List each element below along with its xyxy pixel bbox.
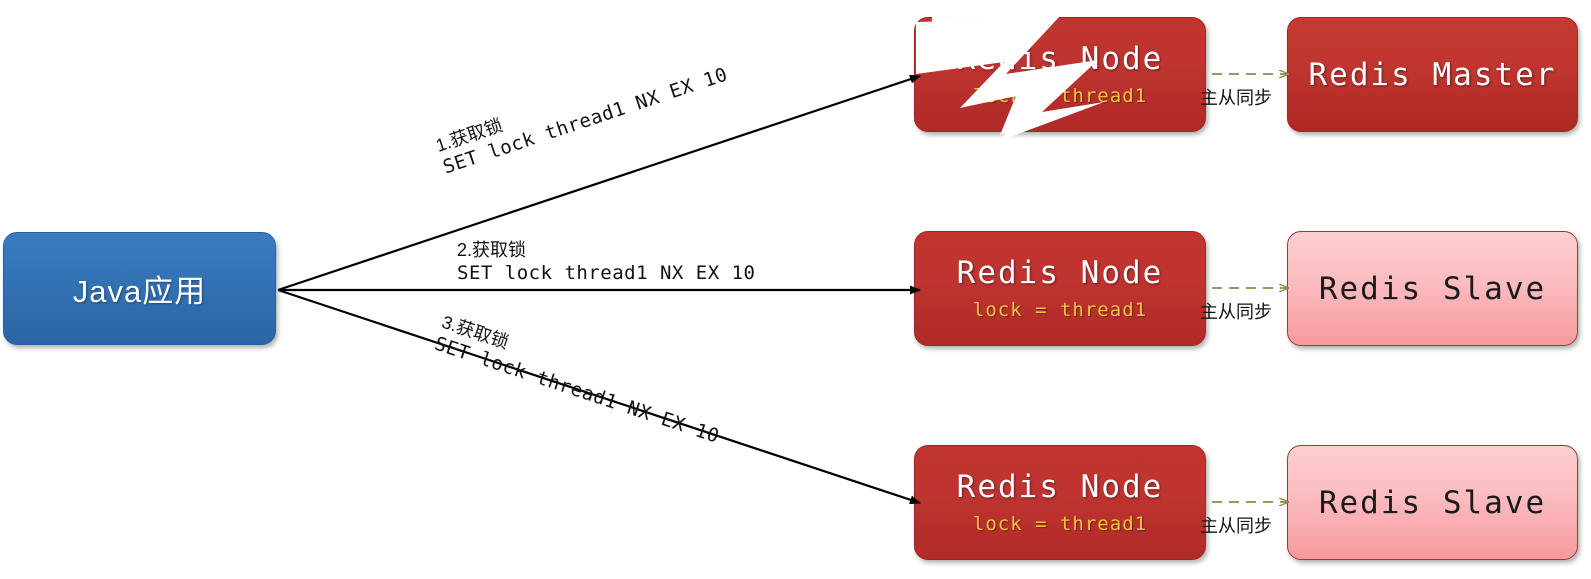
sync-label-1: 主从同步	[1200, 84, 1272, 110]
client-node-label: Java应用	[72, 274, 207, 309]
redis-slave-2[interactable]: Redis Slave	[1287, 445, 1578, 560]
redis-slave-2-title: Redis Slave	[1318, 484, 1547, 521]
redis-node-3-lock-value: lock = thread1	[972, 512, 1148, 535]
sync-label-3-text: 主从同步	[1200, 516, 1272, 536]
edge-label-3: 3.获取锁 SET lock thread1 NX EX 10	[432, 308, 730, 448]
sync-label-2-text: 主从同步	[1200, 302, 1272, 322]
client-node-java-app[interactable]: Java应用	[3, 232, 276, 345]
sync-label-3: 主从同步	[1200, 512, 1272, 538]
redis-master[interactable]: Redis Master	[1287, 17, 1578, 132]
redis-node-1-lock-value: lock = thread1	[972, 84, 1148, 107]
edge-label-2-step: 2.获取锁	[457, 240, 527, 260]
edge-label-2-command: SET lock thread1 NX EX 10	[457, 262, 756, 284]
sync-label-2: 主从同步	[1200, 298, 1272, 324]
edge-label-1: 1.获取锁 SET lock thread1 NX EX 10	[432, 39, 730, 178]
redis-node-2-title: Redis Node	[956, 255, 1164, 292]
redis-slave-1[interactable]: Redis Slave	[1287, 231, 1578, 346]
redis-node-1[interactable]: Redis Node lock = thread1	[914, 17, 1206, 132]
redis-master-title: Redis Master	[1308, 56, 1557, 93]
sync-label-1-text: 主从同步	[1200, 88, 1272, 108]
edge-label-2: 2.获取锁 SET lock thread1 NX EX 10	[457, 236, 755, 284]
redis-node-1-title: Redis Node	[956, 41, 1164, 78]
redis-node-3-title: Redis Node	[956, 469, 1164, 506]
redis-slave-1-title: Redis Slave	[1318, 270, 1547, 307]
redis-node-2-lock-value: lock = thread1	[972, 298, 1148, 321]
redis-node-2[interactable]: Redis Node lock = thread1	[914, 231, 1206, 346]
redis-node-3[interactable]: Redis Node lock = thread1	[914, 445, 1206, 560]
